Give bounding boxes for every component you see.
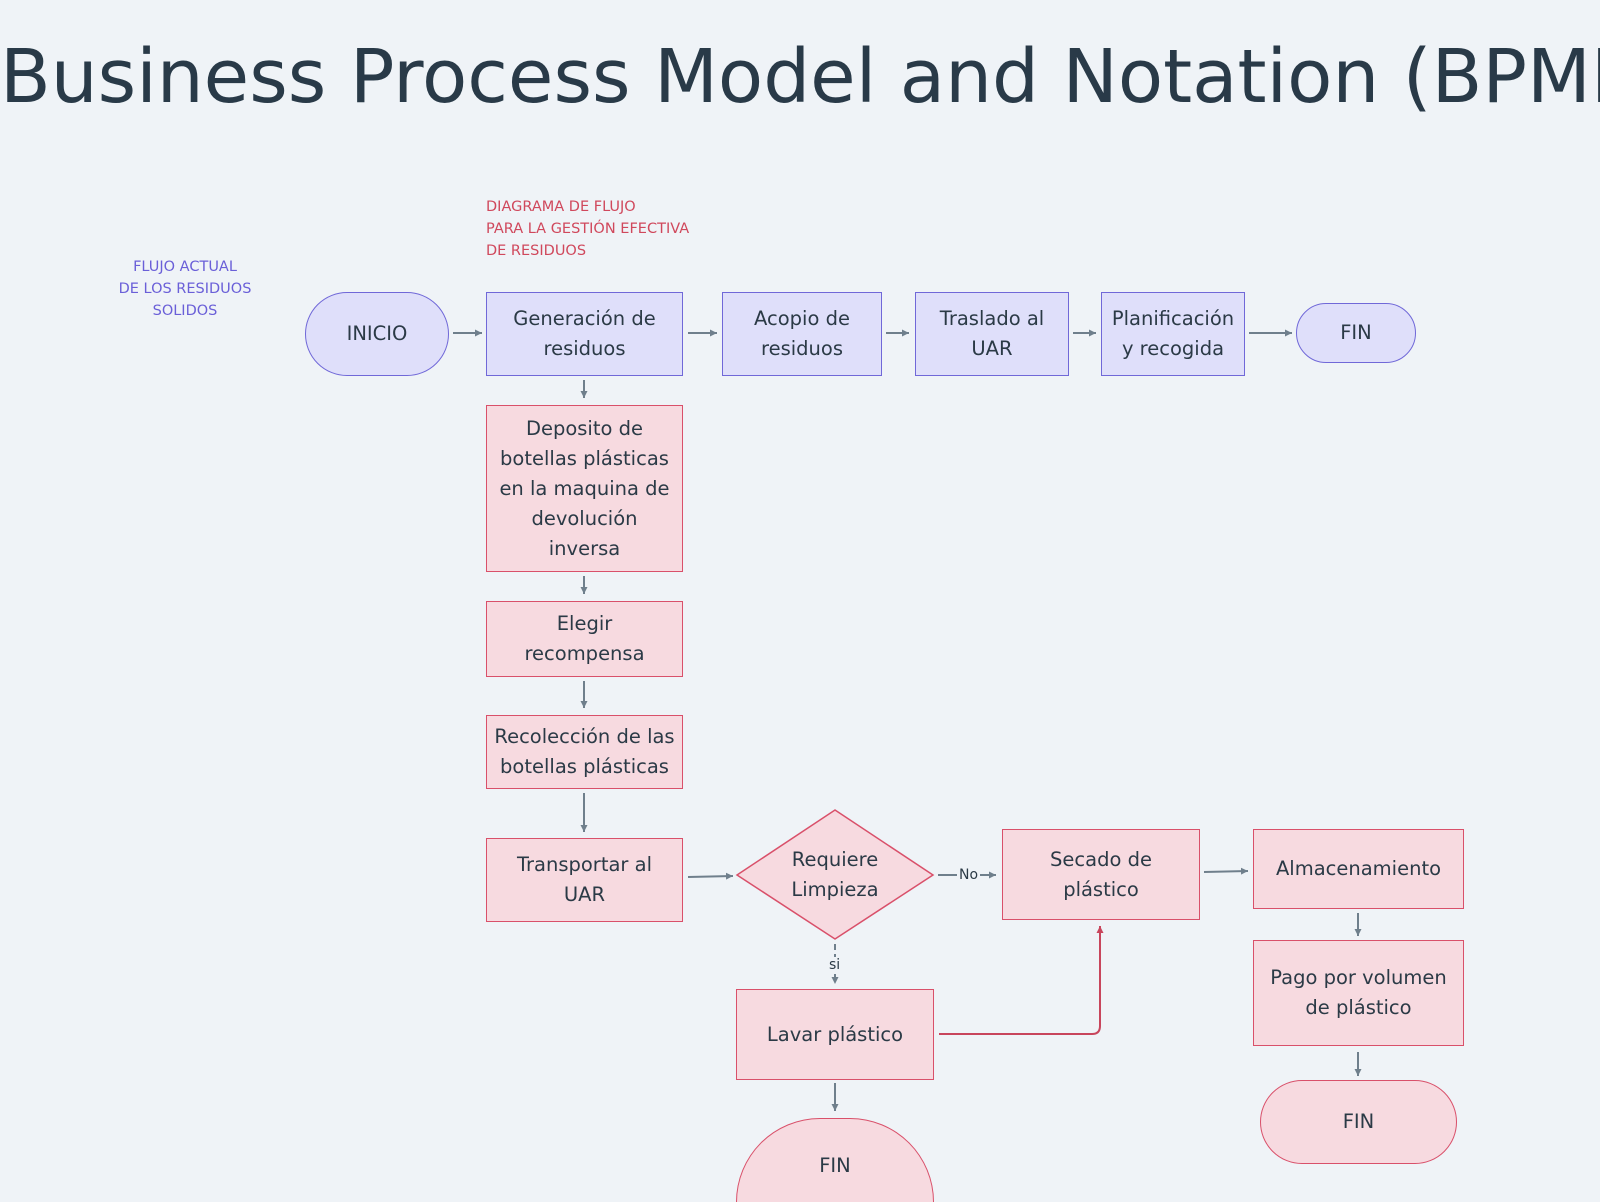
node-label: residuos — [543, 337, 626, 360]
end-event-fin-right[interactable]: FIN — [1260, 1080, 1457, 1164]
start-event-inicio[interactable]: INICIO — [305, 292, 449, 376]
node-label: INICIO — [346, 322, 408, 345]
node-label: en la maquina de — [499, 476, 670, 500]
node-label: Transportar al — [516, 853, 653, 876]
node-label: FIN — [1340, 321, 1372, 344]
node-label: botellas plásticas — [500, 446, 669, 470]
task-almacenamiento[interactable]: Almacenamiento — [1253, 829, 1464, 909]
node-label: plástico — [1063, 877, 1139, 901]
annotation-line: FLUJO ACTUAL — [133, 259, 237, 275]
node-label: Generación de — [513, 307, 656, 330]
node-label: Lavar plástico — [766, 1022, 904, 1046]
edge-label-si: si — [827, 957, 843, 973]
page-title: Business Process Model and Notation (BPM… — [0, 34, 1600, 120]
task-recoleccion-botellas[interactable]: Recolección de las botellas plásticas — [486, 715, 683, 789]
end-event-fin-current[interactable]: FIN — [1296, 303, 1416, 363]
annotation-line: PARA LA GESTIÓN EFECTIVA — [486, 221, 690, 237]
node-label: Planificación — [1111, 307, 1235, 330]
node-label: Limpieza — [791, 878, 879, 901]
node-label: FIN — [819, 1153, 851, 1177]
node-label: UAR — [971, 337, 1013, 360]
node-label: y recogida — [1121, 337, 1225, 360]
node-label: Pago por volumen — [1270, 966, 1447, 989]
edge-label-no: No — [957, 867, 981, 883]
arrow-secado-almacenamiento — [1203, 867, 1249, 875]
gateway-requiere-limpieza[interactable]: Requiere Limpieza — [762, 835, 908, 915]
node-label: residuos — [760, 337, 843, 360]
node-label: Almacenamiento — [1275, 857, 1442, 880]
node-label: Elegir — [556, 612, 613, 635]
task-traslado-uar[interactable]: Traslado al UAR — [915, 292, 1069, 376]
current-flow-annotation: FLUJO ACTUAL DE LOS RESIDUOS SOLIDOS — [100, 256, 270, 322]
node-label: de plástico — [1305, 996, 1412, 1019]
annotation-line: DE LOS RESIDUOS — [118, 281, 252, 297]
task-transportar-uar[interactable]: Transportar al UAR — [486, 838, 683, 922]
task-secado-plastico[interactable]: Secado de plástico — [1002, 829, 1200, 920]
decision-diamond — [735, 809, 935, 940]
node-label: UAR — [563, 883, 606, 906]
annotation-line: DIAGRAMA DE FLUJO — [486, 199, 636, 215]
task-planificacion-recogida[interactable]: Planificación y recogida — [1101, 292, 1245, 376]
node-label: devolución — [531, 506, 638, 530]
task-acopio-residuos[interactable]: Acopio de residuos — [722, 292, 882, 376]
task-deposito-botellas[interactable]: Deposito de botellas plásticas en la maq… — [486, 405, 683, 572]
node-label: botellas plásticas — [500, 755, 669, 778]
node-label: Deposito de — [525, 416, 644, 440]
proposed-flow-annotation: DIAGRAMA DE FLUJO PARA LA GESTIÓN EFECTI… — [486, 196, 726, 262]
arrow-transportar-requiere — [687, 872, 734, 880]
node-label: Traslado al — [939, 307, 1045, 330]
node-label: FIN — [1342, 1110, 1375, 1133]
node-label: Acopio de — [754, 307, 850, 330]
task-generacion-residuos[interactable]: Generación de residuos — [486, 292, 683, 376]
task-pago-volumen[interactable]: Pago por volumen de plástico — [1253, 940, 1464, 1046]
arrow-lavar-secado — [939, 926, 1104, 1035]
node-label: Secado de — [1050, 847, 1152, 871]
task-elegir-recompensa[interactable]: Elegir recompensa — [486, 601, 683, 677]
node-label: recompensa — [524, 642, 645, 665]
annotation-line: DE RESIDUOS — [486, 243, 587, 259]
node-label: Recolección de las — [494, 725, 675, 748]
task-lavar-plastico[interactable]: Lavar plástico — [736, 989, 934, 1080]
node-label: inversa — [548, 536, 621, 560]
annotation-line: SOLIDOS — [152, 303, 218, 319]
node-label: Requiere — [791, 848, 879, 871]
